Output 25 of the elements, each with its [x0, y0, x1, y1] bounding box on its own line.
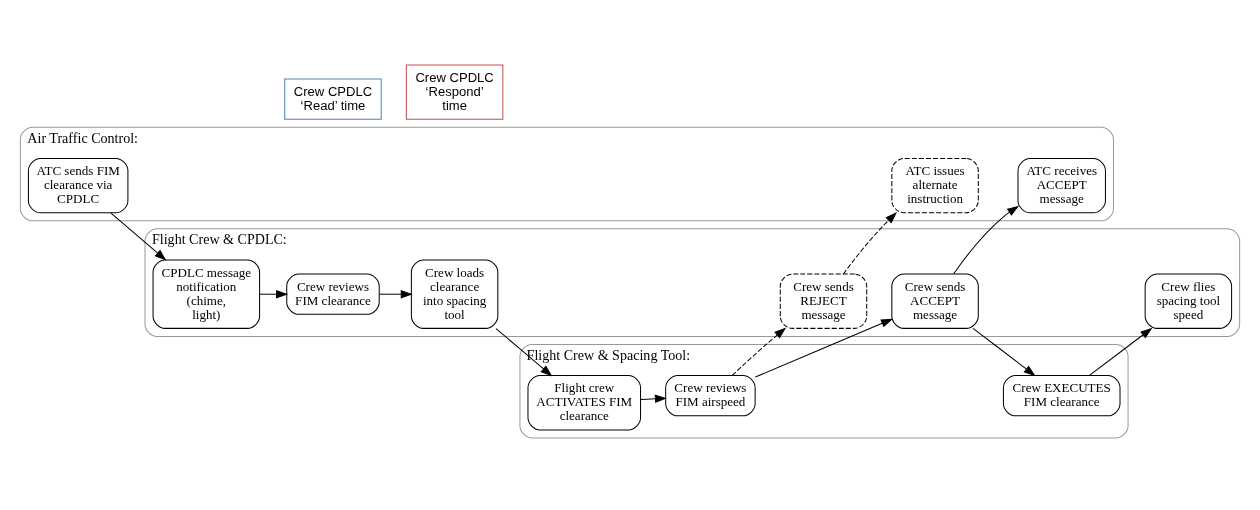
node-box: Crew flies spacing tool speed — [1144, 273, 1233, 329]
node-box: Crew sends REJECT message — [779, 273, 868, 329]
node-box: CPDLC message notification (chime, light) — [152, 259, 261, 329]
arrow — [842, 211, 898, 274]
node-box: Crew sends ACCEPT message — [891, 273, 979, 329]
arrow — [731, 327, 787, 376]
node-box: Crew EXECUTES FIM clearance — [1002, 374, 1121, 416]
node-box: ATC issues alternate instruction — [891, 157, 979, 213]
node-box: Crew CPDLC ‘Read’ time — [284, 78, 382, 120]
node-box: Crew reviews FIM clearance — [286, 273, 380, 315]
node-box: Crew reviews FIM airspeed — [665, 374, 756, 416]
node-box: Crew loads clearance into spacing tool — [410, 259, 499, 329]
node-box: ATC receives ACCEPT message — [1017, 157, 1106, 213]
arrow — [495, 327, 553, 376]
arrow — [972, 327, 1036, 376]
node-box: ATC sends FIM clearance via CPDLC — [27, 157, 129, 213]
arrow — [1088, 327, 1153, 376]
arrow — [379, 289, 413, 298]
arrow — [640, 394, 667, 403]
arrow — [953, 205, 1020, 274]
arrow — [754, 318, 894, 378]
node-box: Flight crew ACTIVATES FIM clearance — [527, 374, 642, 430]
arrow — [259, 289, 289, 298]
arrow — [110, 212, 167, 261]
node-box: Crew CPDLC ‘Respond’ time — [405, 64, 504, 120]
